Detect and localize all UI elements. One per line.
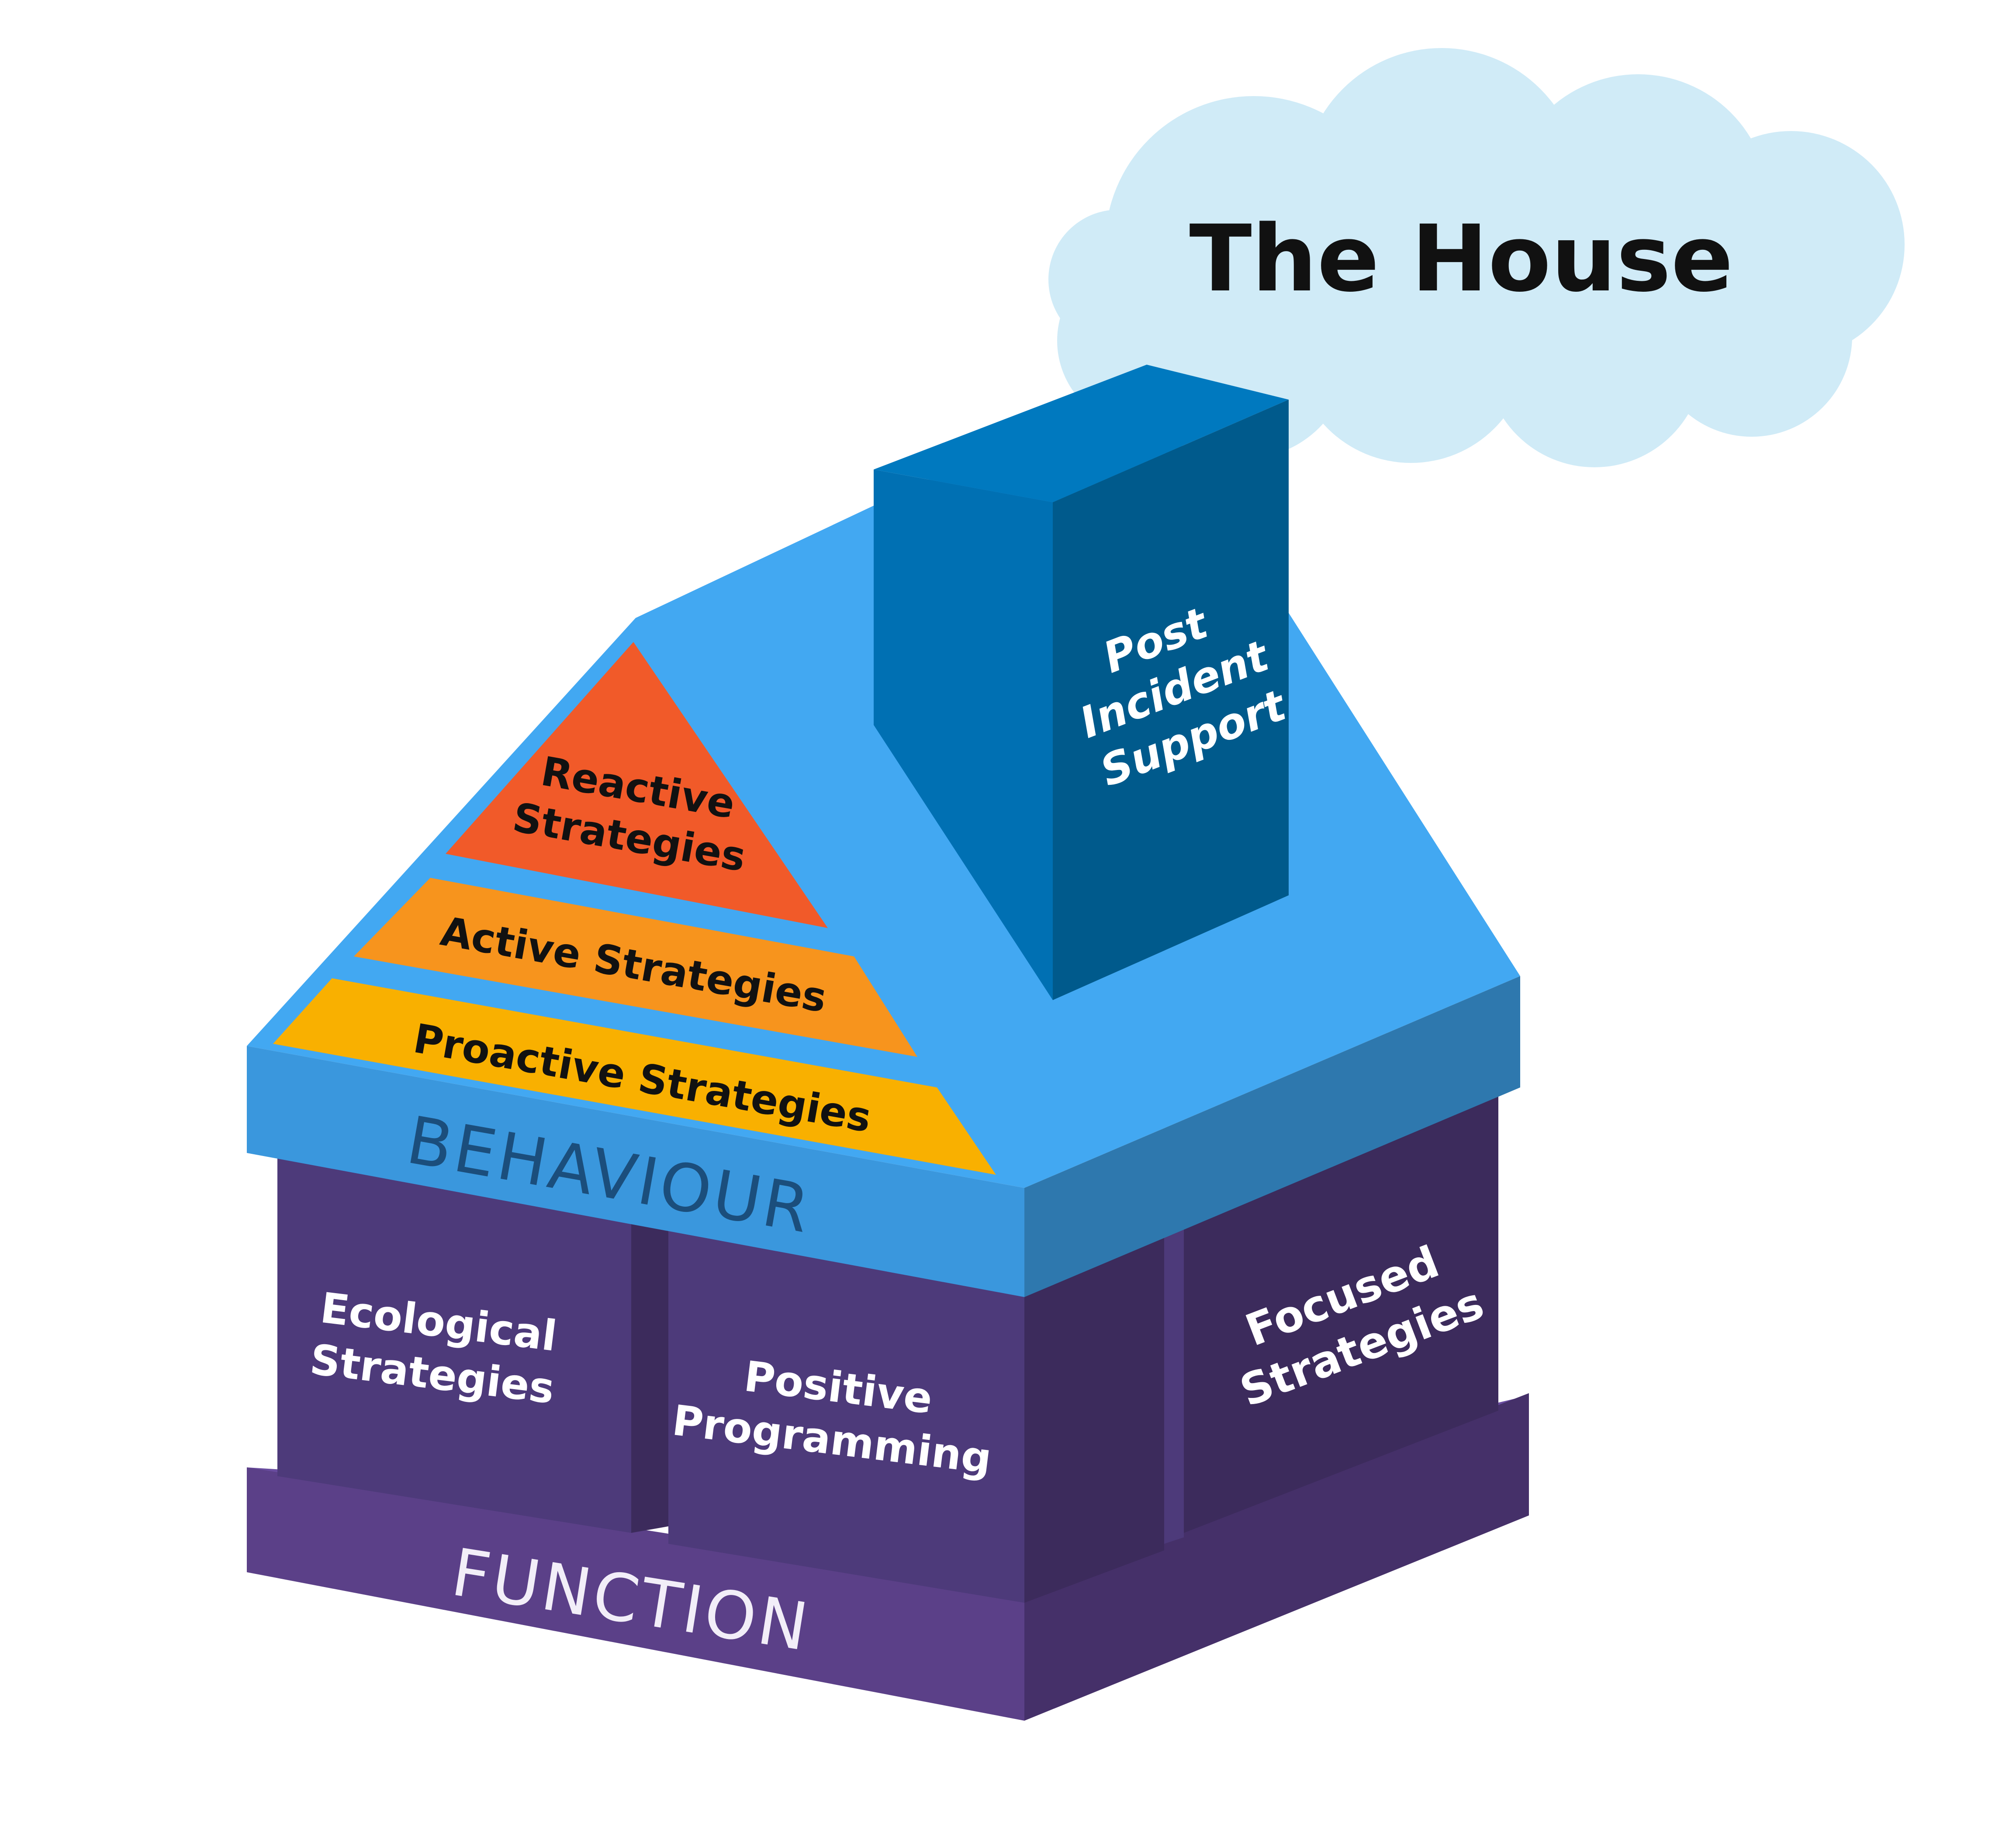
chimney xyxy=(874,365,1289,1000)
reactive-layer xyxy=(446,642,828,928)
chimney-top xyxy=(874,365,1289,502)
diagram-title: The House xyxy=(1189,205,1733,312)
pillar-positive-front xyxy=(668,1218,1024,1603)
active-layer xyxy=(354,878,917,1057)
pillar-focused-side xyxy=(1184,1087,1498,1533)
pillar-ecological-front xyxy=(277,1153,631,1533)
pillar-focused-gap xyxy=(1164,1216,1184,1544)
base-front xyxy=(247,1467,1024,1721)
cloud-shape xyxy=(1048,48,1905,467)
pillar-ecological-side xyxy=(631,1199,668,1533)
strategy-pyramid xyxy=(273,642,996,1175)
proactive-layer xyxy=(273,978,996,1175)
chimney-label: Post Incident Support xyxy=(1073,598,1293,797)
base-side xyxy=(1024,1393,1529,1721)
pillar-positive-side xyxy=(1024,1223,1164,1603)
chimney-front xyxy=(874,469,1053,1000)
behaviour-band-side xyxy=(1024,976,1520,1297)
pillars xyxy=(277,1087,1498,1603)
chimney-side xyxy=(1053,400,1289,1000)
behaviour-band-front xyxy=(247,1046,1024,1297)
